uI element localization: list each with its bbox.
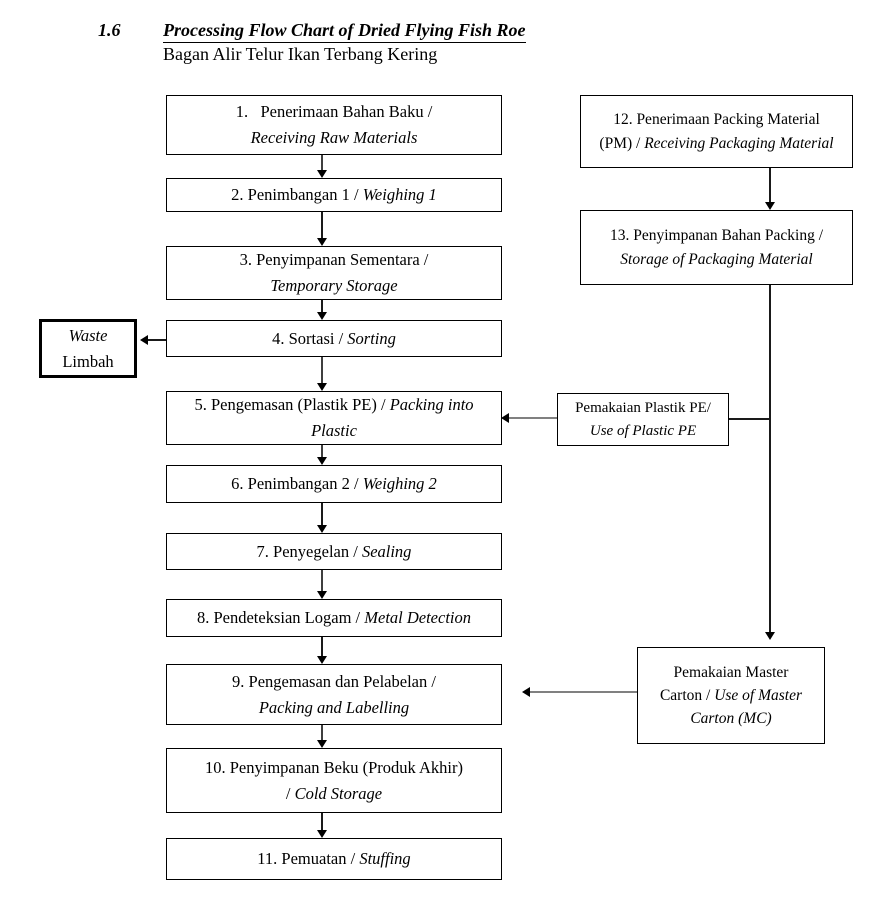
page-title: Processing Flow Chart of Dried Flying Fi… <box>163 20 526 43</box>
step-line: 12. Penerimaan Packing Material <box>613 111 820 129</box>
arrow-10-11-shaft <box>321 813 323 830</box>
step-line: 13. Penyimpanan Bahan Packing / <box>609 227 824 245</box>
arrow-5-6-shaft <box>321 445 323 457</box>
step-line: 11. Pemuatan / Stuffing <box>257 849 411 869</box>
node-waste: Waste Limbah <box>39 319 137 378</box>
flow-step-8: 8. Pendeteksian Logam / Metal Detection <box>166 599 502 637</box>
arrow-8-9-head <box>317 656 327 664</box>
arrow-plastic-pe-5-shaft <box>509 417 557 419</box>
arrow-7-8-head <box>317 591 327 599</box>
flow-step-10: 10. Penyimpanan Beku (Produk Akhir) / Co… <box>166 748 502 813</box>
step-line: Temporary Storage <box>270 276 398 295</box>
step-line: Limbah <box>62 351 114 371</box>
arrow-4-waste-shaft <box>148 339 166 341</box>
step-line: Plastic <box>311 421 357 440</box>
arrow-4-5-head <box>317 383 327 391</box>
flow-step-2: 2. Penimbangan 1 / Weighing 1 <box>166 178 502 212</box>
flow-step-13: 13. Penyimpanan Bahan Packing / Storage … <box>580 210 853 285</box>
step-line: 2. Penimbangan 1 / Weighing 1 <box>231 185 437 205</box>
arrow-12-13-head <box>765 202 775 210</box>
arrow-2-3-shaft <box>321 212 323 238</box>
arrow-10-11-head <box>317 830 327 838</box>
step-line: Receiving Raw Materials <box>250 128 418 147</box>
arrow-3-4-shaft <box>321 300 323 312</box>
step-line: Carton (MC) <box>690 710 772 728</box>
arrow-9-10-shaft <box>321 725 323 740</box>
step-line: 7. Penyegelan / Sealing <box>256 541 412 561</box>
flow-step-5: 5. Pengemasan (Plastik PE) / Packing int… <box>166 391 502 445</box>
step-line: 4. Sortasi / Sorting <box>272 328 396 348</box>
node-plastic-pe: Pemakaian Plastik PE/ Use of Plastic PE <box>557 393 729 446</box>
step-line: Use of Plastic PE <box>589 422 697 439</box>
step-line: 10. Penyimpanan Beku (Produk Akhir) <box>204 757 463 777</box>
step-line: Pemakaian Plastik PE/ <box>575 400 711 416</box>
step-line: / Cold Storage <box>285 783 383 803</box>
line-13-master-carton-shaft <box>769 285 771 632</box>
arrow-4-5-shaft <box>321 357 323 383</box>
step-line: 6. Penimbangan 2 / Weighing 2 <box>231 474 437 494</box>
step-line: 9. Pengemasan dan Pelabelan / <box>232 671 436 691</box>
flow-step-3: 3. Penyimpanan Sementara / Temporary Sto… <box>166 246 502 300</box>
arrow-6-7-head <box>317 525 327 533</box>
step-line: 1. Penerimaan Bahan Baku / <box>235 102 433 122</box>
flow-step-11: 11. Pemuatan / Stuffing <box>166 838 502 880</box>
step-line: Pemakaian Master <box>673 663 789 681</box>
step-line: 5. Pengemasan (Plastik PE) / Packing int… <box>194 395 474 415</box>
arrow-master-carton-9-head <box>522 687 530 697</box>
arrow-plastic-pe-5-head <box>501 413 509 423</box>
arrow-3-4-head <box>317 312 327 320</box>
step-line: Waste <box>68 325 108 345</box>
section-number: 1.6 <box>98 20 121 40</box>
flow-step-12: 12. Penerimaan Packing Material (PM) / R… <box>580 95 853 168</box>
flow-step-7: 7. Penyegelan / Sealing <box>166 533 502 570</box>
step-line: 8. Pendeteksian Logam / Metal Detection <box>196 608 472 628</box>
step-line: Carton / Use of Master <box>659 686 803 704</box>
arrow-4-waste-head <box>140 335 148 345</box>
flow-step-6: 6. Penimbangan 2 / Weighing 2 <box>166 465 502 503</box>
page-subtitle: Bagan Alir Telur Ikan Terbang Kering <box>163 44 438 64</box>
arrow-8-9-shaft <box>321 637 323 656</box>
arrow-9-10-head <box>317 740 327 748</box>
flow-step-9: 9. Pengemasan dan Pelabelan / Packing an… <box>166 664 502 725</box>
arrow-12-13-shaft <box>769 168 771 202</box>
step-line: (PM) / Receiving Packaging Material <box>599 134 834 152</box>
arrow-master-carton-9-shaft <box>530 691 637 693</box>
flow-step-4: 4. Sortasi / Sorting <box>166 320 502 357</box>
line-13-plastic-pe <box>729 418 770 420</box>
arrow-6-7-shaft <box>321 503 323 525</box>
flow-step-1: 1. Penerimaan Bahan Baku / Receiving Raw… <box>166 95 502 155</box>
arrow-1-2-shaft <box>321 155 323 170</box>
step-line: Packing and Labelling <box>258 697 410 717</box>
arrow-2-3-head <box>317 238 327 246</box>
step-line: 3. Penyimpanan Sementara / <box>239 250 429 270</box>
step-line: Storage of Packaging Material <box>620 250 813 268</box>
arrow-1-2-head <box>317 170 327 178</box>
arrow-5-6-head <box>317 457 327 465</box>
node-master-carton: Pemakaian Master Carton / Use of Master … <box>637 647 825 744</box>
line-13-master-carton-head <box>765 632 775 640</box>
arrow-7-8-shaft <box>321 570 323 591</box>
